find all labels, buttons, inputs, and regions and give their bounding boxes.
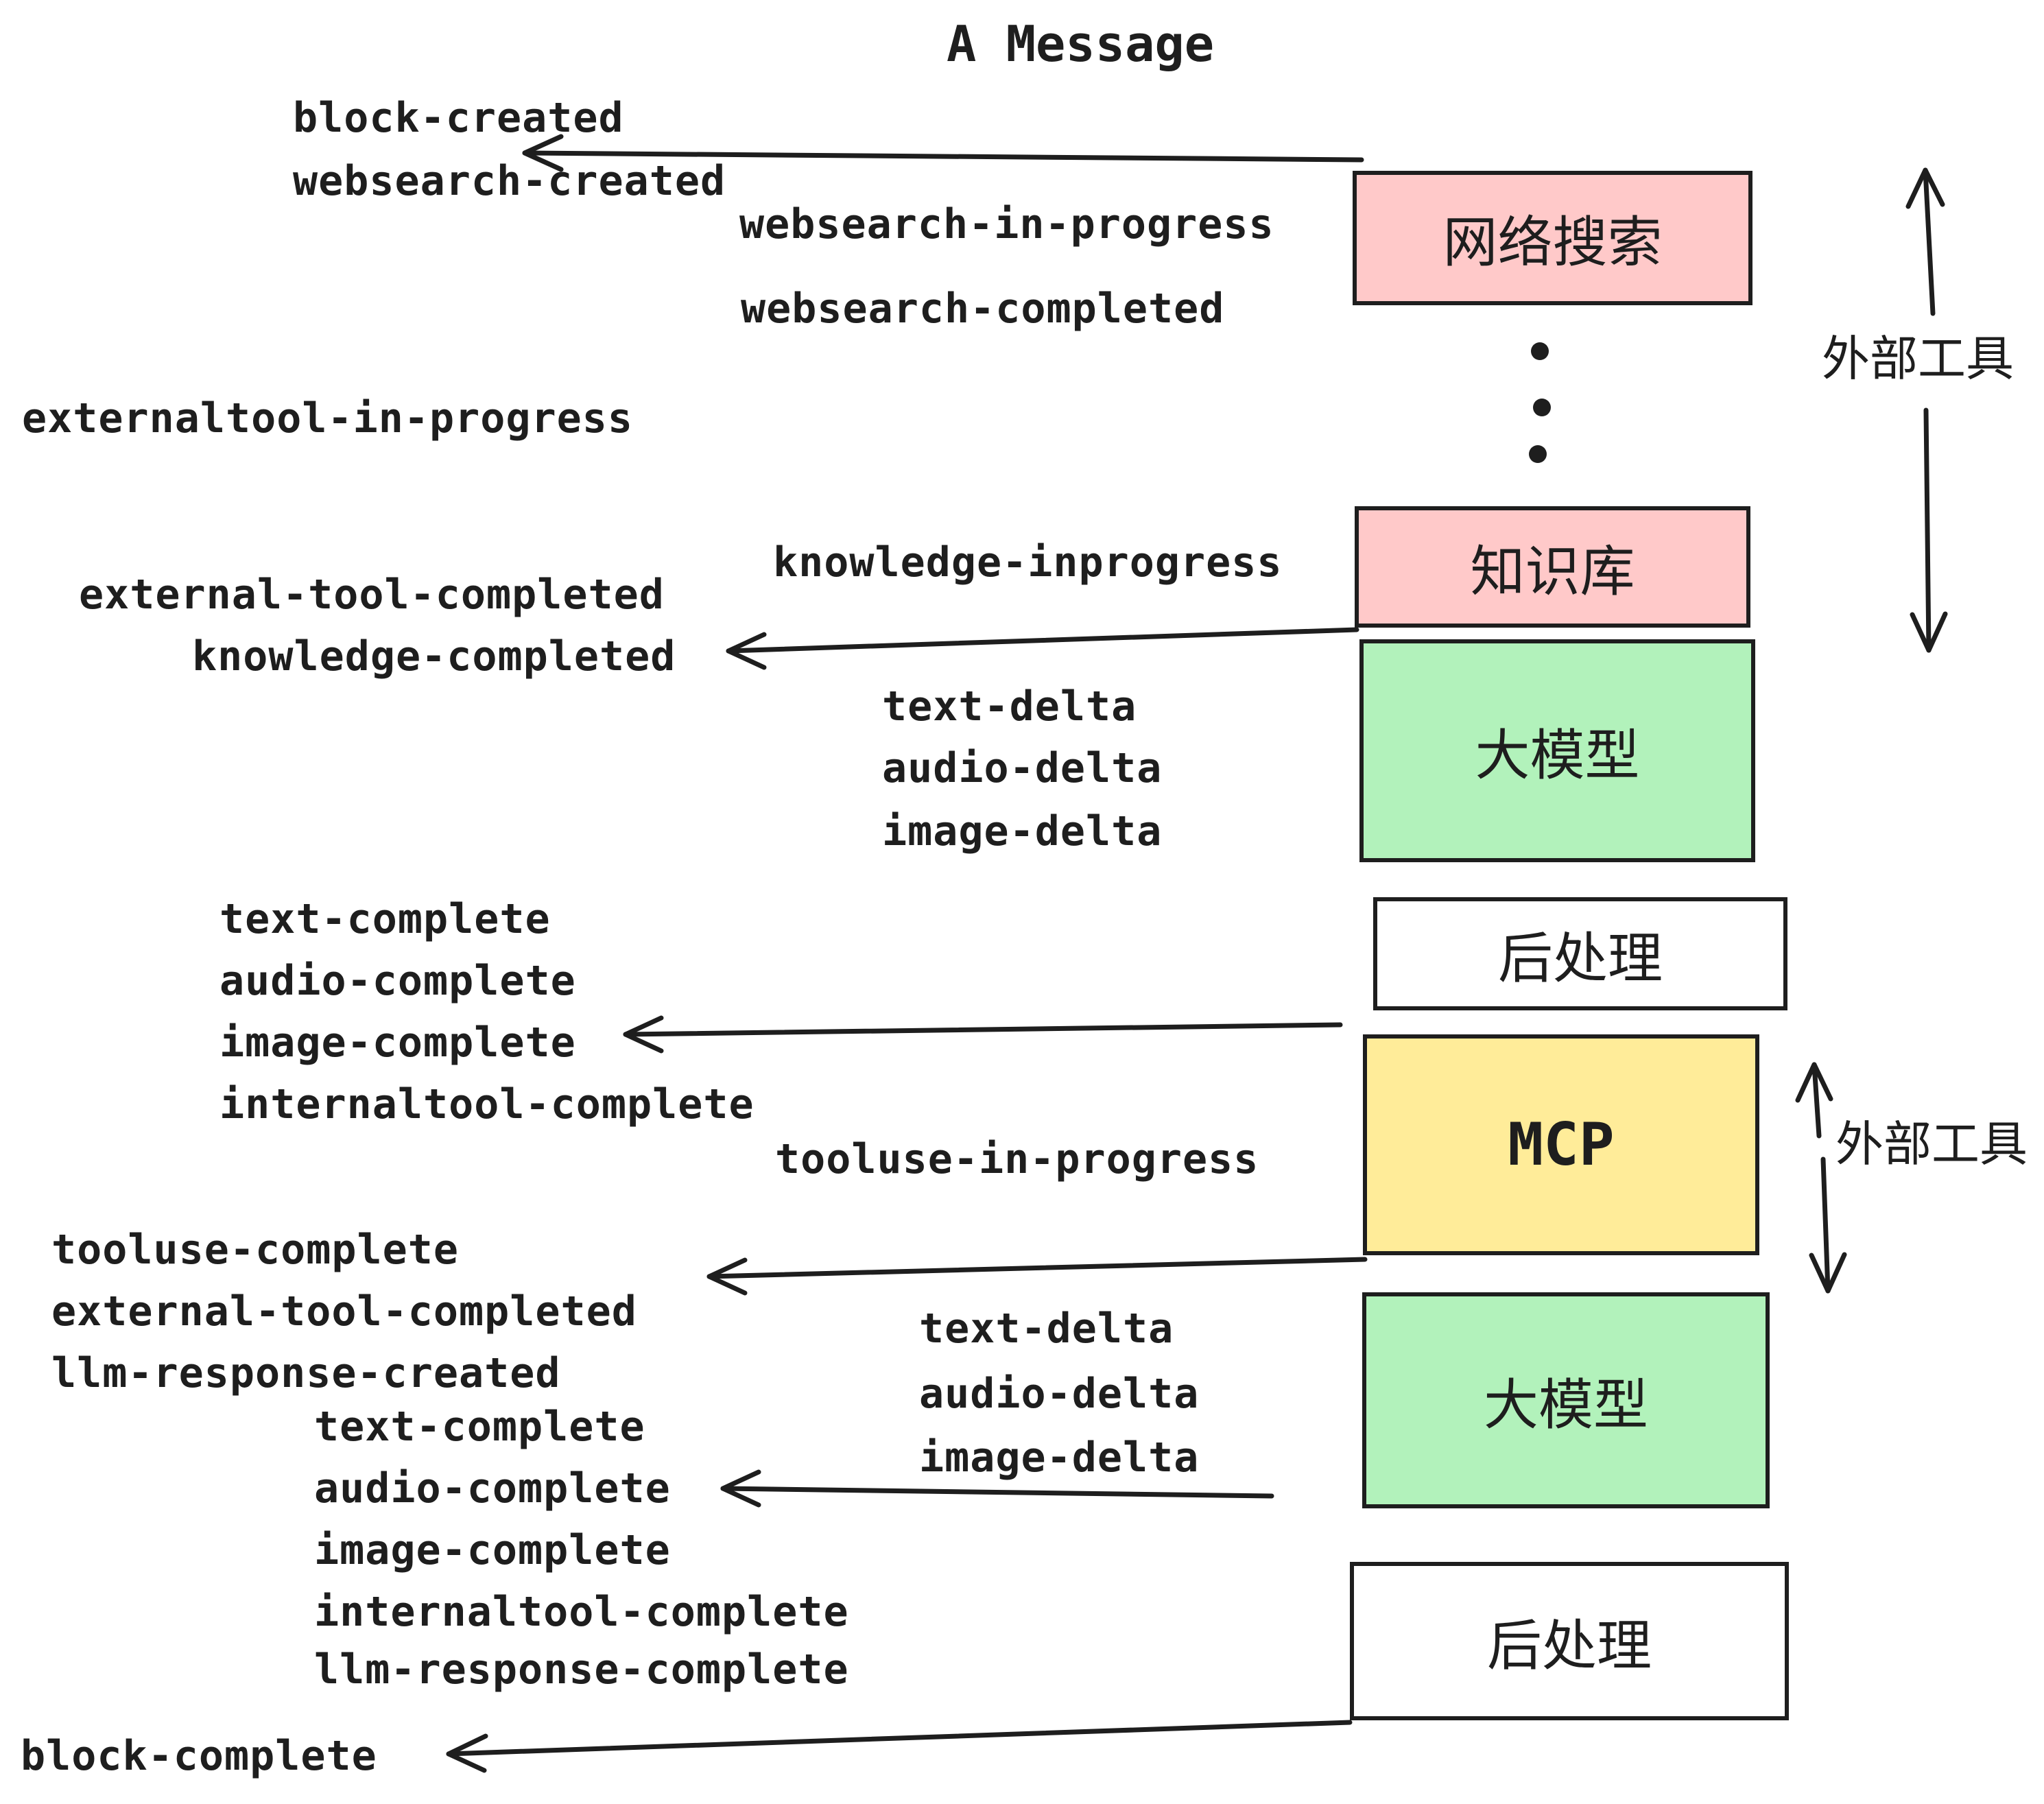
node-knowledge-box: 知识库 <box>1355 506 1750 628</box>
arrow-to-image-complete <box>623 1015 1343 1054</box>
event-label-internaltool-complete-1: internaltool-complete <box>219 1080 754 1128</box>
node-llm-label-2: 大模型 <box>1484 1373 1648 1437</box>
node-websearch-label: 网络搜索 <box>1442 211 1663 274</box>
event-label-block-created: block-created <box>293 94 624 142</box>
event-label-block-complete: block-complete <box>21 1732 377 1780</box>
event-label-internaltool-complete-2: internaltool-complete <box>314 1588 849 1636</box>
external-tools-arrow-up-2 <box>1795 1062 1833 1139</box>
event-label-websearch-in-progress: websearch-in-progress <box>739 200 1274 248</box>
event-label-image-complete-2: image-complete <box>314 1526 671 1574</box>
event-label-text-delta-2: text-delta <box>919 1305 1174 1353</box>
event-label-externaltool-in-progress: externaltool-in-progress <box>22 394 633 442</box>
event-label-audio-delta-2: audio-delta <box>919 1370 1200 1418</box>
event-label-external-tool-completed-2: external-tool-completed <box>51 1287 637 1336</box>
node-llm-box-2: 大模型 <box>1362 1292 1770 1508</box>
node-websearch-box: 网络搜索 <box>1353 171 1752 305</box>
node-llm-box-1: 大模型 <box>1359 639 1755 862</box>
node-postprocess-label-2: 后处理 <box>1487 1613 1652 1678</box>
event-label-knowledge-inprogress: knowledge-inprogress <box>773 538 1283 586</box>
node-mcp-label: MCP <box>1508 1111 1615 1179</box>
node-knowledge-label: 知识库 <box>1470 539 1635 604</box>
event-label-llm-response-complete: llm-response-complete <box>314 1646 849 1694</box>
event-label-tooluse-complete: tooluse-complete <box>51 1226 459 1274</box>
event-label-websearch-created: websearch-created <box>293 157 726 205</box>
event-label-text-complete-1: text-complete <box>219 895 551 943</box>
event-label-audio-complete-2: audio-complete <box>314 1464 671 1512</box>
node-postprocess-box-1: 后处理 <box>1373 897 1787 1010</box>
arrow-to-knowledge-completed <box>726 627 1359 670</box>
event-label-tooluse-in-progress: tooluse-in-progress <box>775 1135 1259 1183</box>
external-tools-arrow-down-2 <box>1809 1156 1847 1294</box>
arrow-to-tooluse-complete <box>706 1257 1368 1296</box>
event-label-external-tool-completed: external-tool-completed <box>79 571 665 619</box>
external-tools-label-1: 外部工具 <box>1822 331 2014 387</box>
event-label-knowledge-completed: knowledge-completed <box>192 632 676 680</box>
external-tools-arrow-up-1 <box>1905 167 1945 316</box>
node-mcp-box: MCP <box>1363 1034 1759 1255</box>
event-label-llm-response-created: llm-response-created <box>51 1349 561 1397</box>
node-llm-label-1: 大模型 <box>1475 723 1640 787</box>
event-label-websearch-completed: websearch-completed <box>741 285 1225 333</box>
event-label-image-delta-2: image-delta <box>919 1434 1200 1482</box>
event-label-image-complete-1: image-complete <box>219 1019 576 1067</box>
external-tools-arrow-down-1 <box>1910 407 1948 653</box>
external-tools-label-2: 外部工具 <box>1835 1116 2028 1172</box>
event-label-image-delta-1: image-delta <box>882 807 1163 855</box>
node-postprocess-box-2: 后处理 <box>1350 1562 1789 1720</box>
ellipsis-dots <box>1529 342 1551 463</box>
event-label-text-delta-1: text-delta <box>882 683 1137 731</box>
event-label-audio-delta-1: audio-delta <box>882 744 1163 792</box>
event-label-audio-complete-1: audio-complete <box>219 957 576 1005</box>
event-label-text-complete-2: text-complete <box>314 1403 645 1451</box>
diagram-title: A Message <box>947 15 1215 73</box>
node-postprocess-label-1: 后处理 <box>1498 926 1663 990</box>
arrow-to-block-complete <box>446 1720 1353 1773</box>
